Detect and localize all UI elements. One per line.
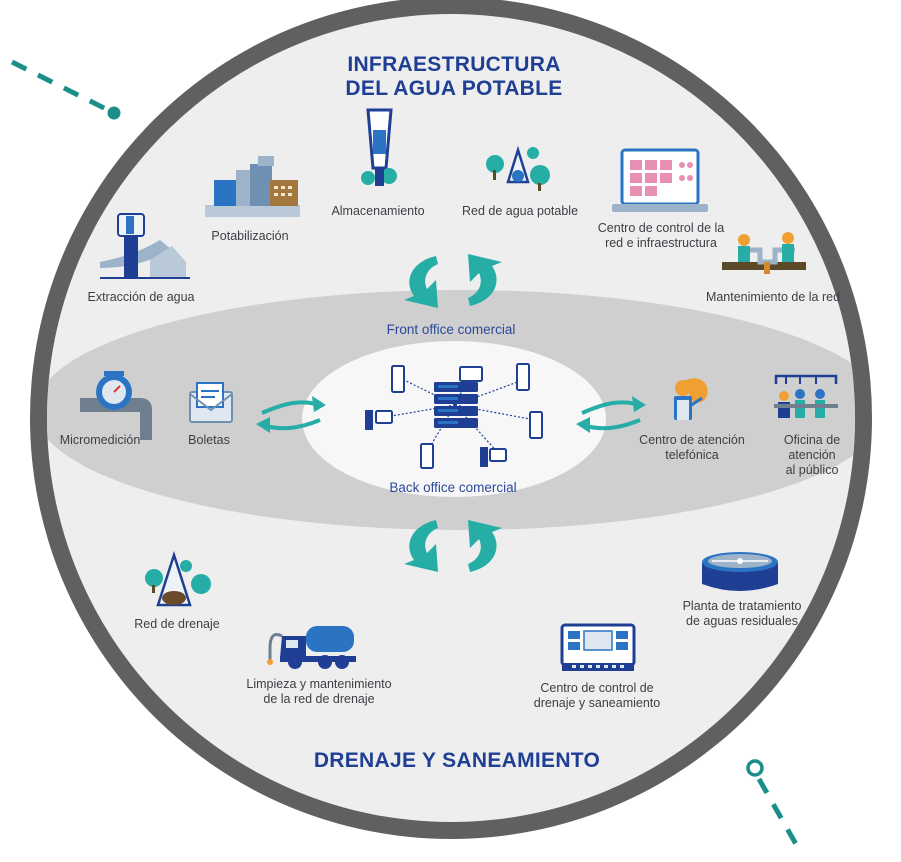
water-meter-icon: [80, 371, 152, 440]
label-network-maintenance: Mantenimiento de la red: [705, 290, 841, 304]
exchange-arrows-left: [256, 396, 326, 433]
infrastructure-title: INFRAESTRUCTURA DEL AGUA POTABLE: [345, 53, 562, 101]
call-center-icon: [674, 378, 708, 420]
cycle-arrows-top: [404, 254, 502, 308]
label-public-office: Oficina de atención al público: [783, 433, 841, 477]
drainage-control-center-icon: [560, 623, 636, 671]
drainage-title: DRENAJE Y SANEAMIENTO: [313, 749, 601, 772]
server-network-icon: [365, 363, 543, 469]
label-drainage-network: Red de drenaje: [134, 617, 220, 631]
network-control-center-icon: [612, 148, 708, 212]
label-wastewater-plant: Planta de tratamiento de aguas residuale…: [682, 599, 802, 628]
water-tower-icon: [361, 108, 397, 186]
drainage-network-icon: [145, 550, 211, 607]
bill-envelope-icon: [189, 382, 233, 423]
label-call-center: Centro de atención telefónica: [639, 433, 745, 462]
label-drinking-water-network: Red de agua potable: [461, 204, 579, 218]
cycle-arrows-bottom: [404, 520, 502, 572]
wastewater-treatment-plant-icon: [702, 552, 778, 591]
label-micrometering: Micromedición: [59, 433, 141, 447]
front-office-label: Front office comercial: [386, 322, 516, 337]
exchange-arrows-right: [576, 396, 646, 433]
water-treatment-plant-icon: [205, 156, 300, 217]
back-office-label: Back office comercial: [389, 480, 517, 495]
dashed-connector-bottom-right: [746, 759, 800, 848]
label-drainage-control-center: Centro de control de drenaje y saneamien…: [533, 681, 661, 710]
network-maintenance-icon: [722, 232, 806, 274]
label-potabilization: Potabilización: [211, 229, 289, 243]
drinking-water-network-icon: [486, 145, 550, 191]
public-service-office-icon: [774, 374, 838, 418]
infrastructure-title-text: INFRAESTRUCTURA DEL AGUA POTABLE: [345, 53, 563, 100]
water-extraction-icon: [100, 213, 190, 279]
label-network-control-center: Centro de control de la red e infraestru…: [597, 221, 725, 250]
label-bills: Boletas: [188, 433, 230, 447]
label-storage: Almacenamiento: [331, 204, 425, 218]
drainage-cleaning-truck-icon: [267, 626, 356, 669]
label-drainage-cleaning: Limpieza y mantenimiento de la red de dr…: [246, 677, 392, 706]
dashed-connector-top-left: [10, 59, 121, 120]
label-water-extraction: Extracción de agua: [87, 290, 195, 304]
